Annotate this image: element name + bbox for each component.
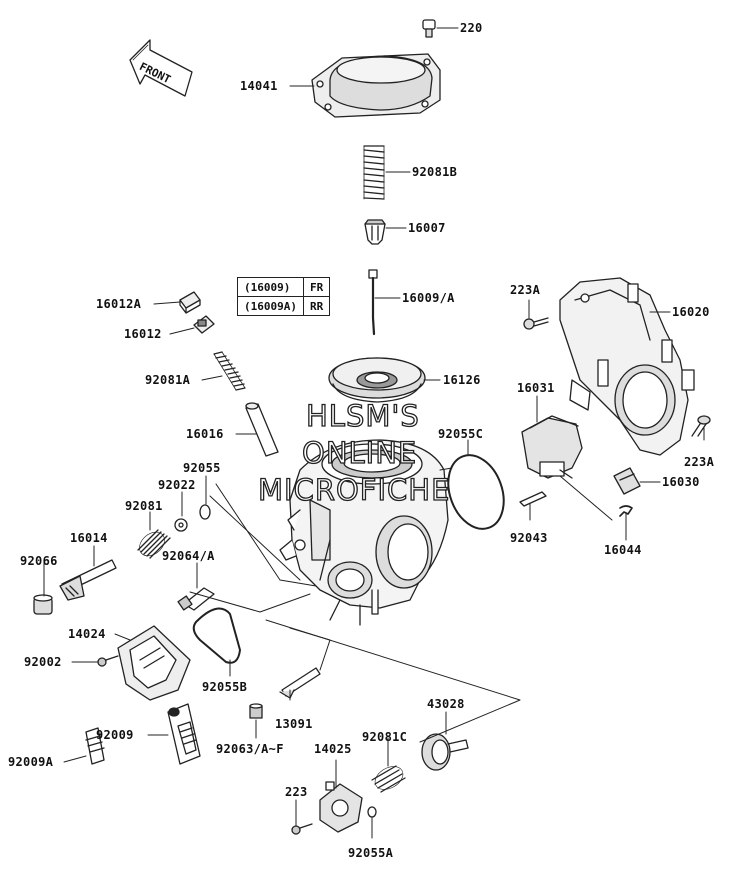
table-row: (16009) FR bbox=[237, 277, 331, 297]
o-ring-92055 bbox=[199, 504, 211, 520]
watermark-line-2: ONLINE bbox=[301, 436, 418, 470]
callout-92055C: 92055C bbox=[438, 427, 484, 441]
callout-92055A: 92055A bbox=[348, 846, 394, 860]
part-16012 bbox=[193, 315, 215, 334]
parts-table: (16009) FR (16009A) RR bbox=[237, 277, 331, 316]
jet-92064A bbox=[177, 587, 215, 611]
watermark-line-1: HLSM'S bbox=[305, 399, 420, 433]
watermark-line-3: MICROFICHE bbox=[257, 473, 451, 507]
screw-223 bbox=[291, 823, 313, 835]
group-92009 bbox=[167, 703, 201, 765]
callout-92009A: 92009A bbox=[8, 755, 54, 769]
table-cell: (16009A) bbox=[237, 296, 304, 316]
table-cell: FR bbox=[302, 277, 331, 297]
callout-92009: 92009 bbox=[96, 728, 134, 742]
callout-16014: 16014 bbox=[70, 531, 108, 545]
cover-16020 bbox=[559, 277, 695, 456]
callout-16009A: 16009/A bbox=[402, 291, 455, 305]
top-cover-14041 bbox=[311, 53, 441, 118]
front-arrow-icon bbox=[129, 39, 193, 97]
table-row: (16009A) RR bbox=[237, 296, 331, 316]
float-16031 bbox=[521, 415, 583, 479]
washer-92022 bbox=[174, 518, 188, 532]
leader-lines bbox=[43, 27, 705, 839]
callout-16126: 16126 bbox=[443, 373, 481, 387]
o-ring-92055B bbox=[192, 607, 241, 664]
callout-92081B: 92081B bbox=[412, 165, 458, 179]
spring-92081 bbox=[137, 529, 171, 559]
callout-16030: 16030 bbox=[662, 475, 700, 489]
callout-16044: 16044 bbox=[604, 543, 642, 557]
callout-16012A: 16012A bbox=[96, 297, 142, 311]
table-cell: (16009) bbox=[237, 277, 304, 297]
cover-14025 bbox=[319, 781, 363, 833]
jet-92063 bbox=[249, 703, 263, 719]
cap-92066 bbox=[33, 594, 53, 615]
callout-16016: 16016 bbox=[186, 427, 224, 441]
spring-92081B bbox=[363, 145, 385, 200]
screw-223A-top bbox=[523, 317, 549, 330]
screw-220 bbox=[422, 19, 436, 38]
screw-13091 bbox=[279, 667, 321, 699]
needle-16009 bbox=[368, 269, 378, 336]
callout-92002: 92002 bbox=[24, 655, 62, 669]
screw-223A-right bbox=[691, 415, 711, 437]
valve-16030 bbox=[613, 467, 641, 495]
o-ring-92055C bbox=[447, 454, 505, 530]
callout-16007: 16007 bbox=[408, 221, 446, 235]
spring-92081C bbox=[371, 765, 406, 793]
diaphragm-43028 bbox=[421, 733, 469, 771]
cover-14024 bbox=[117, 625, 191, 701]
callout-92022: 92022 bbox=[158, 478, 196, 492]
screw-92002 bbox=[97, 655, 119, 667]
callout-92063AF: 92063/A~F bbox=[216, 742, 284, 756]
spring-92081A bbox=[213, 351, 246, 391]
callout-92043: 92043 bbox=[510, 531, 548, 545]
part-16012A bbox=[179, 291, 201, 314]
callout-92081: 92081 bbox=[125, 499, 163, 513]
callout-223: 223 bbox=[285, 785, 308, 799]
callout-16012: 16012 bbox=[124, 327, 162, 341]
callout-13091: 13091 bbox=[275, 717, 313, 731]
callout-223A-right: 223A bbox=[684, 455, 715, 469]
callout-92066: 92066 bbox=[20, 554, 58, 568]
diaphragm-16126 bbox=[328, 357, 426, 403]
table-cell: RR bbox=[302, 296, 331, 316]
carburetor-body bbox=[279, 439, 449, 626]
callout-92081A: 92081A bbox=[145, 373, 191, 387]
callout-223A-top: 223A bbox=[510, 283, 541, 297]
o-ring-92055A bbox=[367, 806, 377, 818]
clip-16007 bbox=[364, 219, 386, 245]
callout-92081C: 92081C bbox=[362, 730, 408, 744]
part-16016 bbox=[245, 402, 279, 457]
callout-14024: 14024 bbox=[68, 627, 106, 641]
callout-92055: 92055 bbox=[183, 461, 221, 475]
callout-220: 220 bbox=[460, 21, 483, 35]
screw-92009A bbox=[85, 727, 105, 765]
clip-16044 bbox=[619, 505, 633, 517]
callout-92064A: 92064/A bbox=[162, 549, 215, 563]
callout-14025: 14025 bbox=[314, 742, 352, 756]
pin-92043 bbox=[519, 491, 547, 507]
callout-14041: 14041 bbox=[240, 79, 278, 93]
callout-16031: 16031 bbox=[517, 381, 555, 395]
screw-16014 bbox=[59, 559, 117, 601]
callout-92055B: 92055B bbox=[202, 680, 248, 694]
callout-43028: 43028 bbox=[427, 697, 465, 711]
callout-16020: 16020 bbox=[672, 305, 710, 319]
